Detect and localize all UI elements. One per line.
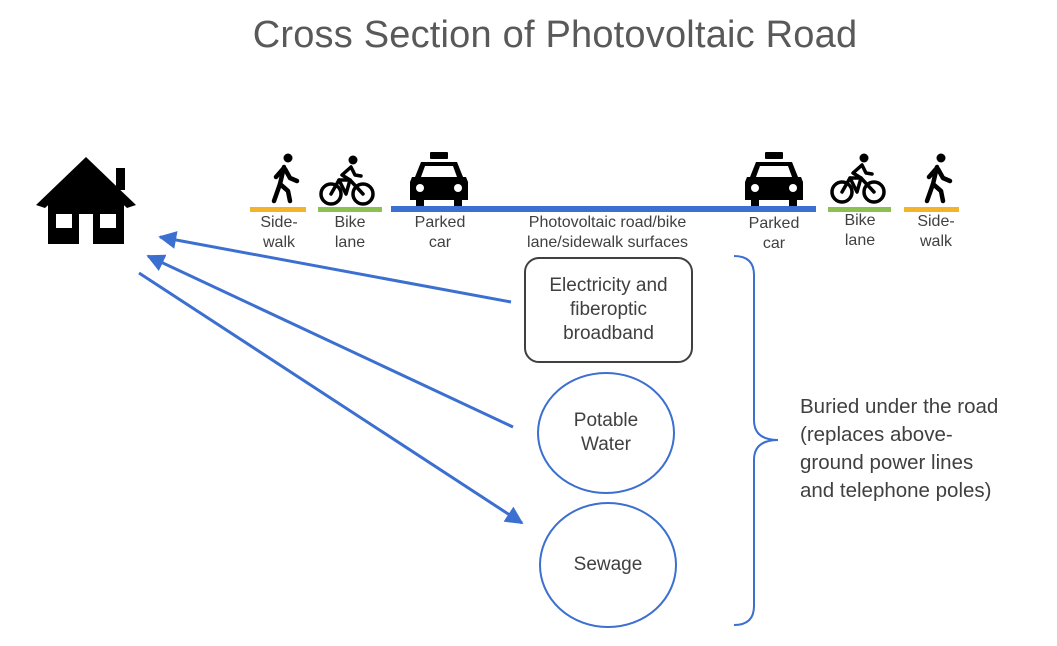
water-label: Potable Water <box>573 410 639 455</box>
house-icon <box>36 157 136 244</box>
pedestrian-icon <box>271 153 300 204</box>
electricity-label: Electricity and fiberoptic broadband <box>549 275 668 344</box>
parked-car-right-label: Parked car <box>748 215 800 252</box>
sidewalk-strip-left <box>250 207 306 212</box>
electricity-arrow <box>158 231 512 304</box>
page-title: Cross Section of Photovoltaic Road <box>252 14 858 56</box>
bike-lane-strip-right <box>828 207 891 212</box>
parked-car-left-label: Parked car <box>414 214 466 251</box>
pedestrian-icon <box>924 153 953 204</box>
road-surface-label: Photovoltaic road/bike lane/sidewalk sur… <box>527 214 688 251</box>
water-arrow <box>146 254 514 429</box>
bike-lane-left-label: Bike lane <box>334 214 366 251</box>
sewage-arrow <box>138 271 524 525</box>
water-pipe-circle <box>537 372 675 494</box>
car-icon <box>410 152 468 206</box>
underground-bracket <box>733 255 779 626</box>
sidewalk-right-label: Side- walk <box>917 213 955 250</box>
car-icon <box>745 152 803 206</box>
sidewalk-strip-right <box>904 207 959 212</box>
buried-note: Buried under the road (replaces above- g… <box>800 395 999 502</box>
bicycle-icon <box>319 155 375 206</box>
electricity-box <box>524 257 693 363</box>
sidewalk-left-label: Side- walk <box>260 214 298 251</box>
sewage-pipe-circle <box>539 502 677 628</box>
bike-lane-strip-left <box>318 207 382 212</box>
road-surface-line <box>391 206 816 212</box>
bike-lane-right-label: Bike lane <box>844 212 876 249</box>
sewage-label: Sewage <box>573 554 643 575</box>
bicycle-icon <box>830 153 886 204</box>
